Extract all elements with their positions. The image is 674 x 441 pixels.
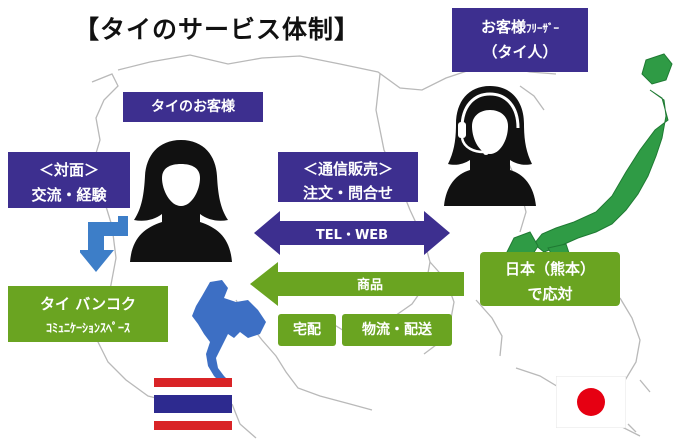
japan-box-title: 日本（熊本） bbox=[504, 260, 595, 278]
customer-label-box: タイのお客様 bbox=[123, 92, 263, 122]
logistics-label: 物流・配送 bbox=[362, 322, 432, 338]
operator-headset-icon bbox=[444, 86, 536, 206]
delivery-label: 宅配 bbox=[293, 322, 321, 338]
japan-box: 日本（熊本） で応対 bbox=[480, 252, 620, 306]
japan-box-text: で応対 bbox=[527, 285, 573, 303]
face-to-face-box: ＜対面＞ 交流・経験 bbox=[8, 152, 130, 208]
japan-flag-icon bbox=[556, 376, 626, 428]
page-title: 【タイのサービス体制】 bbox=[74, 15, 361, 44]
delivery-box: 宅配 bbox=[278, 314, 336, 346]
customer-silhouette-icon bbox=[130, 140, 232, 262]
operator-label-main: お客様 bbox=[480, 18, 526, 36]
logistics-box: 物流・配送 bbox=[342, 314, 452, 346]
operator-label-small: ﾌﾘｰｻﾞｰ bbox=[526, 22, 559, 35]
product-arrow bbox=[250, 262, 464, 306]
operator-label-box: お客様ﾌﾘｰｻﾞｰ （タイ人） bbox=[452, 8, 588, 72]
thai-flag-icon bbox=[154, 378, 232, 430]
tel-web-arrow bbox=[254, 211, 450, 255]
customer-label: タイのお客様 bbox=[151, 99, 235, 115]
face-to-face-title: ＜対面＞ bbox=[38, 161, 99, 179]
operator-label-sub: （タイ人） bbox=[482, 43, 558, 61]
mail-order-title: ＜通信販売＞ bbox=[302, 160, 393, 178]
thailand-map-icon bbox=[192, 280, 266, 384]
mail-order-box: ＜通信販売＞ 注文・問合せ bbox=[278, 152, 418, 202]
product-label: 商品 bbox=[356, 278, 383, 293]
bangkok-box-text: ｺﾐｭﾆｹｰｼｮﾝｽﾍﾟｰｽ bbox=[45, 321, 130, 335]
bangkok-box: タイ バンコク ｺﾐｭﾆｹｰｼｮﾝｽﾍﾟｰｽ bbox=[8, 286, 168, 342]
face-to-face-text: 交流・経験 bbox=[31, 186, 107, 204]
tel-web-label: TEL・WEB bbox=[315, 228, 389, 243]
bangkok-box-title: タイ バンコク bbox=[40, 295, 136, 313]
face-to-face-arrow bbox=[80, 216, 128, 272]
mail-order-text: 注文・問合せ bbox=[302, 184, 393, 202]
